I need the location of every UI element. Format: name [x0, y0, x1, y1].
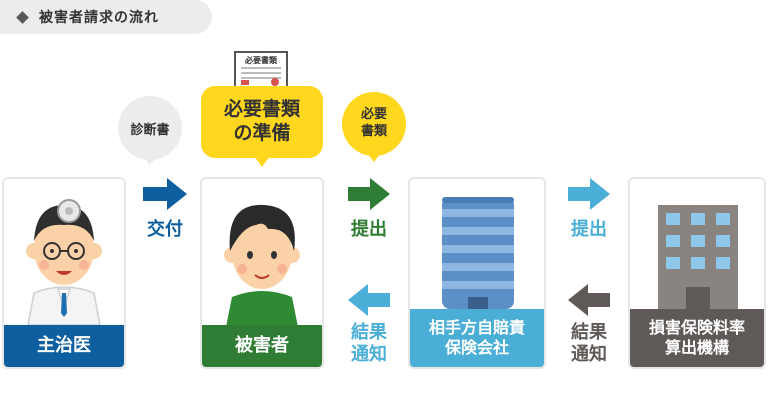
document-icon-text: 必要書類 [244, 55, 278, 65]
doctor-card: 主治医 [2, 177, 126, 369]
submit-label-1: 提出 [351, 219, 387, 240]
notice-label-2: 結果 通知 [556, 322, 622, 365]
documents-bubble: 必要 書類 [342, 92, 406, 156]
preparation-line2: の準備 [233, 122, 291, 144]
doctor-label-text: 主治医 [37, 334, 91, 356]
victim-illustration [224, 204, 300, 327]
victim-card: 被害者 [200, 177, 324, 369]
document-icon: 必要書類 [234, 51, 288, 89]
header-pill: 被害者請求の流れ [0, 0, 212, 34]
arrow-right-icon [568, 178, 610, 210]
diamond-icon [16, 10, 29, 24]
insurer-label-line2: 保険会社 [444, 338, 509, 357]
preparation-bubble: 必要書類 の準備 [201, 86, 323, 158]
notice-label-1: 結果 通知 [336, 322, 402, 365]
notice-1-line1: 結果 [351, 322, 387, 343]
documents-line2: 書類 [360, 124, 387, 139]
diagnosis-label: 診断書 [130, 122, 170, 138]
preparation-bubble-tail [254, 156, 270, 167]
arrow-right-icon [143, 178, 187, 210]
insurer-label: 相手方自賠責 保険会社 [410, 309, 544, 367]
notice-2-line2: 通知 [571, 343, 607, 365]
victim-label: 被害者 [202, 325, 322, 367]
insurer-label-line1: 相手方自賠責 [428, 318, 525, 337]
insurer-card: 相手方自賠責 保険会社 [408, 177, 546, 369]
office-building-icon [658, 205, 738, 309]
notice-1-line2: 通知 [351, 343, 387, 365]
arrow-left-icon [348, 284, 390, 316]
page-title: 被害者請求の流れ [39, 10, 159, 26]
building-icon [442, 197, 514, 309]
documents-bubble-tail [367, 153, 381, 162]
submit-label-2: 提出 [571, 219, 607, 240]
notice-2-line1: 結果 [571, 322, 607, 343]
preparation-line1: 必要書類 [223, 98, 300, 121]
doctor-illustration [26, 199, 102, 325]
org-label: 損害保険料率 算出機構 [630, 309, 764, 367]
org-label-line1: 損害保険料率 [648, 318, 745, 337]
documents-line1: 必要 [360, 107, 387, 123]
arrow-right-icon [348, 178, 390, 210]
victim-label-text: 被害者 [235, 334, 289, 356]
diagnosis-bubble-tail [143, 156, 157, 165]
deliver-label: 交付 [147, 219, 183, 240]
arrow-left-icon [568, 284, 610, 316]
diagnosis-bubble: 診断書 [118, 96, 182, 160]
org-card: 損害保険料率 算出機構 [628, 177, 766, 369]
doctor-label: 主治医 [4, 325, 124, 367]
org-label-line2: 算出機構 [664, 338, 729, 357]
